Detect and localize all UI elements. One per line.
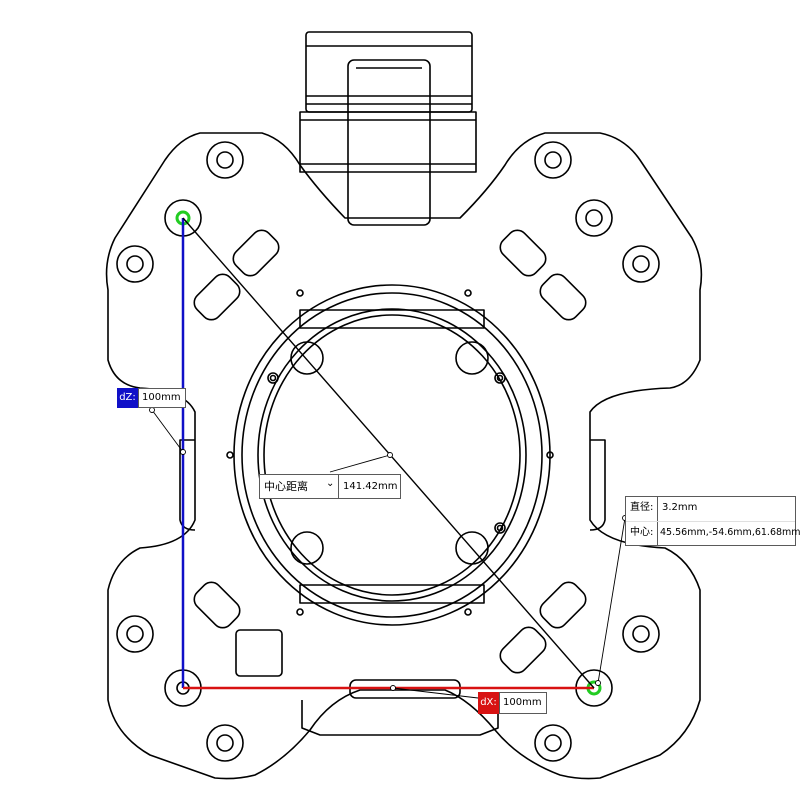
center-label: 中心: bbox=[630, 527, 654, 538]
plate-outline bbox=[105, 132, 703, 780]
center-bore bbox=[233, 284, 551, 626]
diameter-label: 直径: bbox=[630, 502, 654, 513]
dx-value: 100mm bbox=[503, 697, 542, 708]
slot-shapes bbox=[193, 229, 587, 677]
center-distance-value: 141.42mm bbox=[343, 481, 398, 492]
center-distance-box[interactable]: 中心距离 ⌄ 141.42mm bbox=[259, 474, 401, 499]
chevron-down-icon[interactable]: ⌄ bbox=[326, 478, 335, 489]
dz-value-box[interactable]: 100mm bbox=[138, 388, 186, 408]
dz-value: 100mm bbox=[142, 392, 181, 403]
center-value: 45.56mm,-54.6mm,61.68mm bbox=[660, 527, 801, 538]
divider bbox=[626, 521, 795, 522]
dz-label: dZ: bbox=[117, 388, 138, 408]
hole-info-box[interactable]: 直径: 3.2mm 中心: 45.56mm,-54.6mm,61.68mm bbox=[625, 496, 801, 546]
center-distance-label: 中心距离 bbox=[264, 480, 308, 493]
dx-label: dX: bbox=[478, 692, 499, 714]
bottom-bar bbox=[301, 700, 499, 736]
top-motor-block bbox=[299, 31, 477, 226]
diameter-value: 3.2mm bbox=[662, 502, 698, 513]
right-tab bbox=[589, 439, 606, 531]
divider bbox=[338, 475, 339, 498]
dx-value-box[interactable]: 100mm bbox=[499, 692, 547, 714]
